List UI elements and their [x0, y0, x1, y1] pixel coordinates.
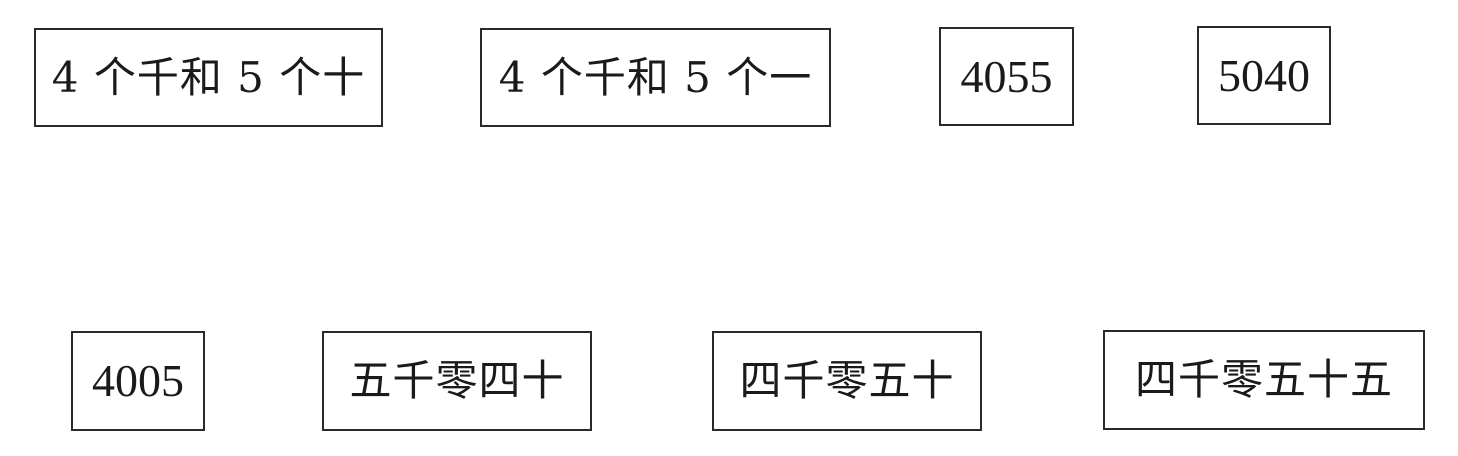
- card-4-thousands-5-ones[interactable]: 4 个千和 5 个一: [480, 28, 831, 127]
- card-label: 五千零四十: [349, 356, 565, 405]
- card-label: 四千零五十: [739, 356, 955, 405]
- card-4-thousands-5-tens[interactable]: 4 个千和 5 个十: [34, 28, 383, 127]
- card-number-4005[interactable]: 4005: [71, 331, 205, 431]
- card-number-5040[interactable]: 5040: [1197, 26, 1331, 125]
- card-label: 5040: [1218, 49, 1310, 101]
- card-number-4055[interactable]: 4055: [939, 27, 1074, 126]
- card-label: 4 个千和 5 个一: [498, 52, 813, 102]
- card-five-thousand-forty[interactable]: 五千零四十: [322, 331, 592, 431]
- card-four-thousand-fifty-five[interactable]: 四千零五十五: [1103, 330, 1425, 430]
- card-label: 四千零五十五: [1134, 355, 1393, 404]
- card-label: 4005: [92, 355, 184, 406]
- card-four-thousand-fifty[interactable]: 四千零五十: [712, 331, 982, 431]
- card-label: 4055: [960, 50, 1053, 102]
- card-label: 4 个千和 5 个十: [51, 52, 366, 102]
